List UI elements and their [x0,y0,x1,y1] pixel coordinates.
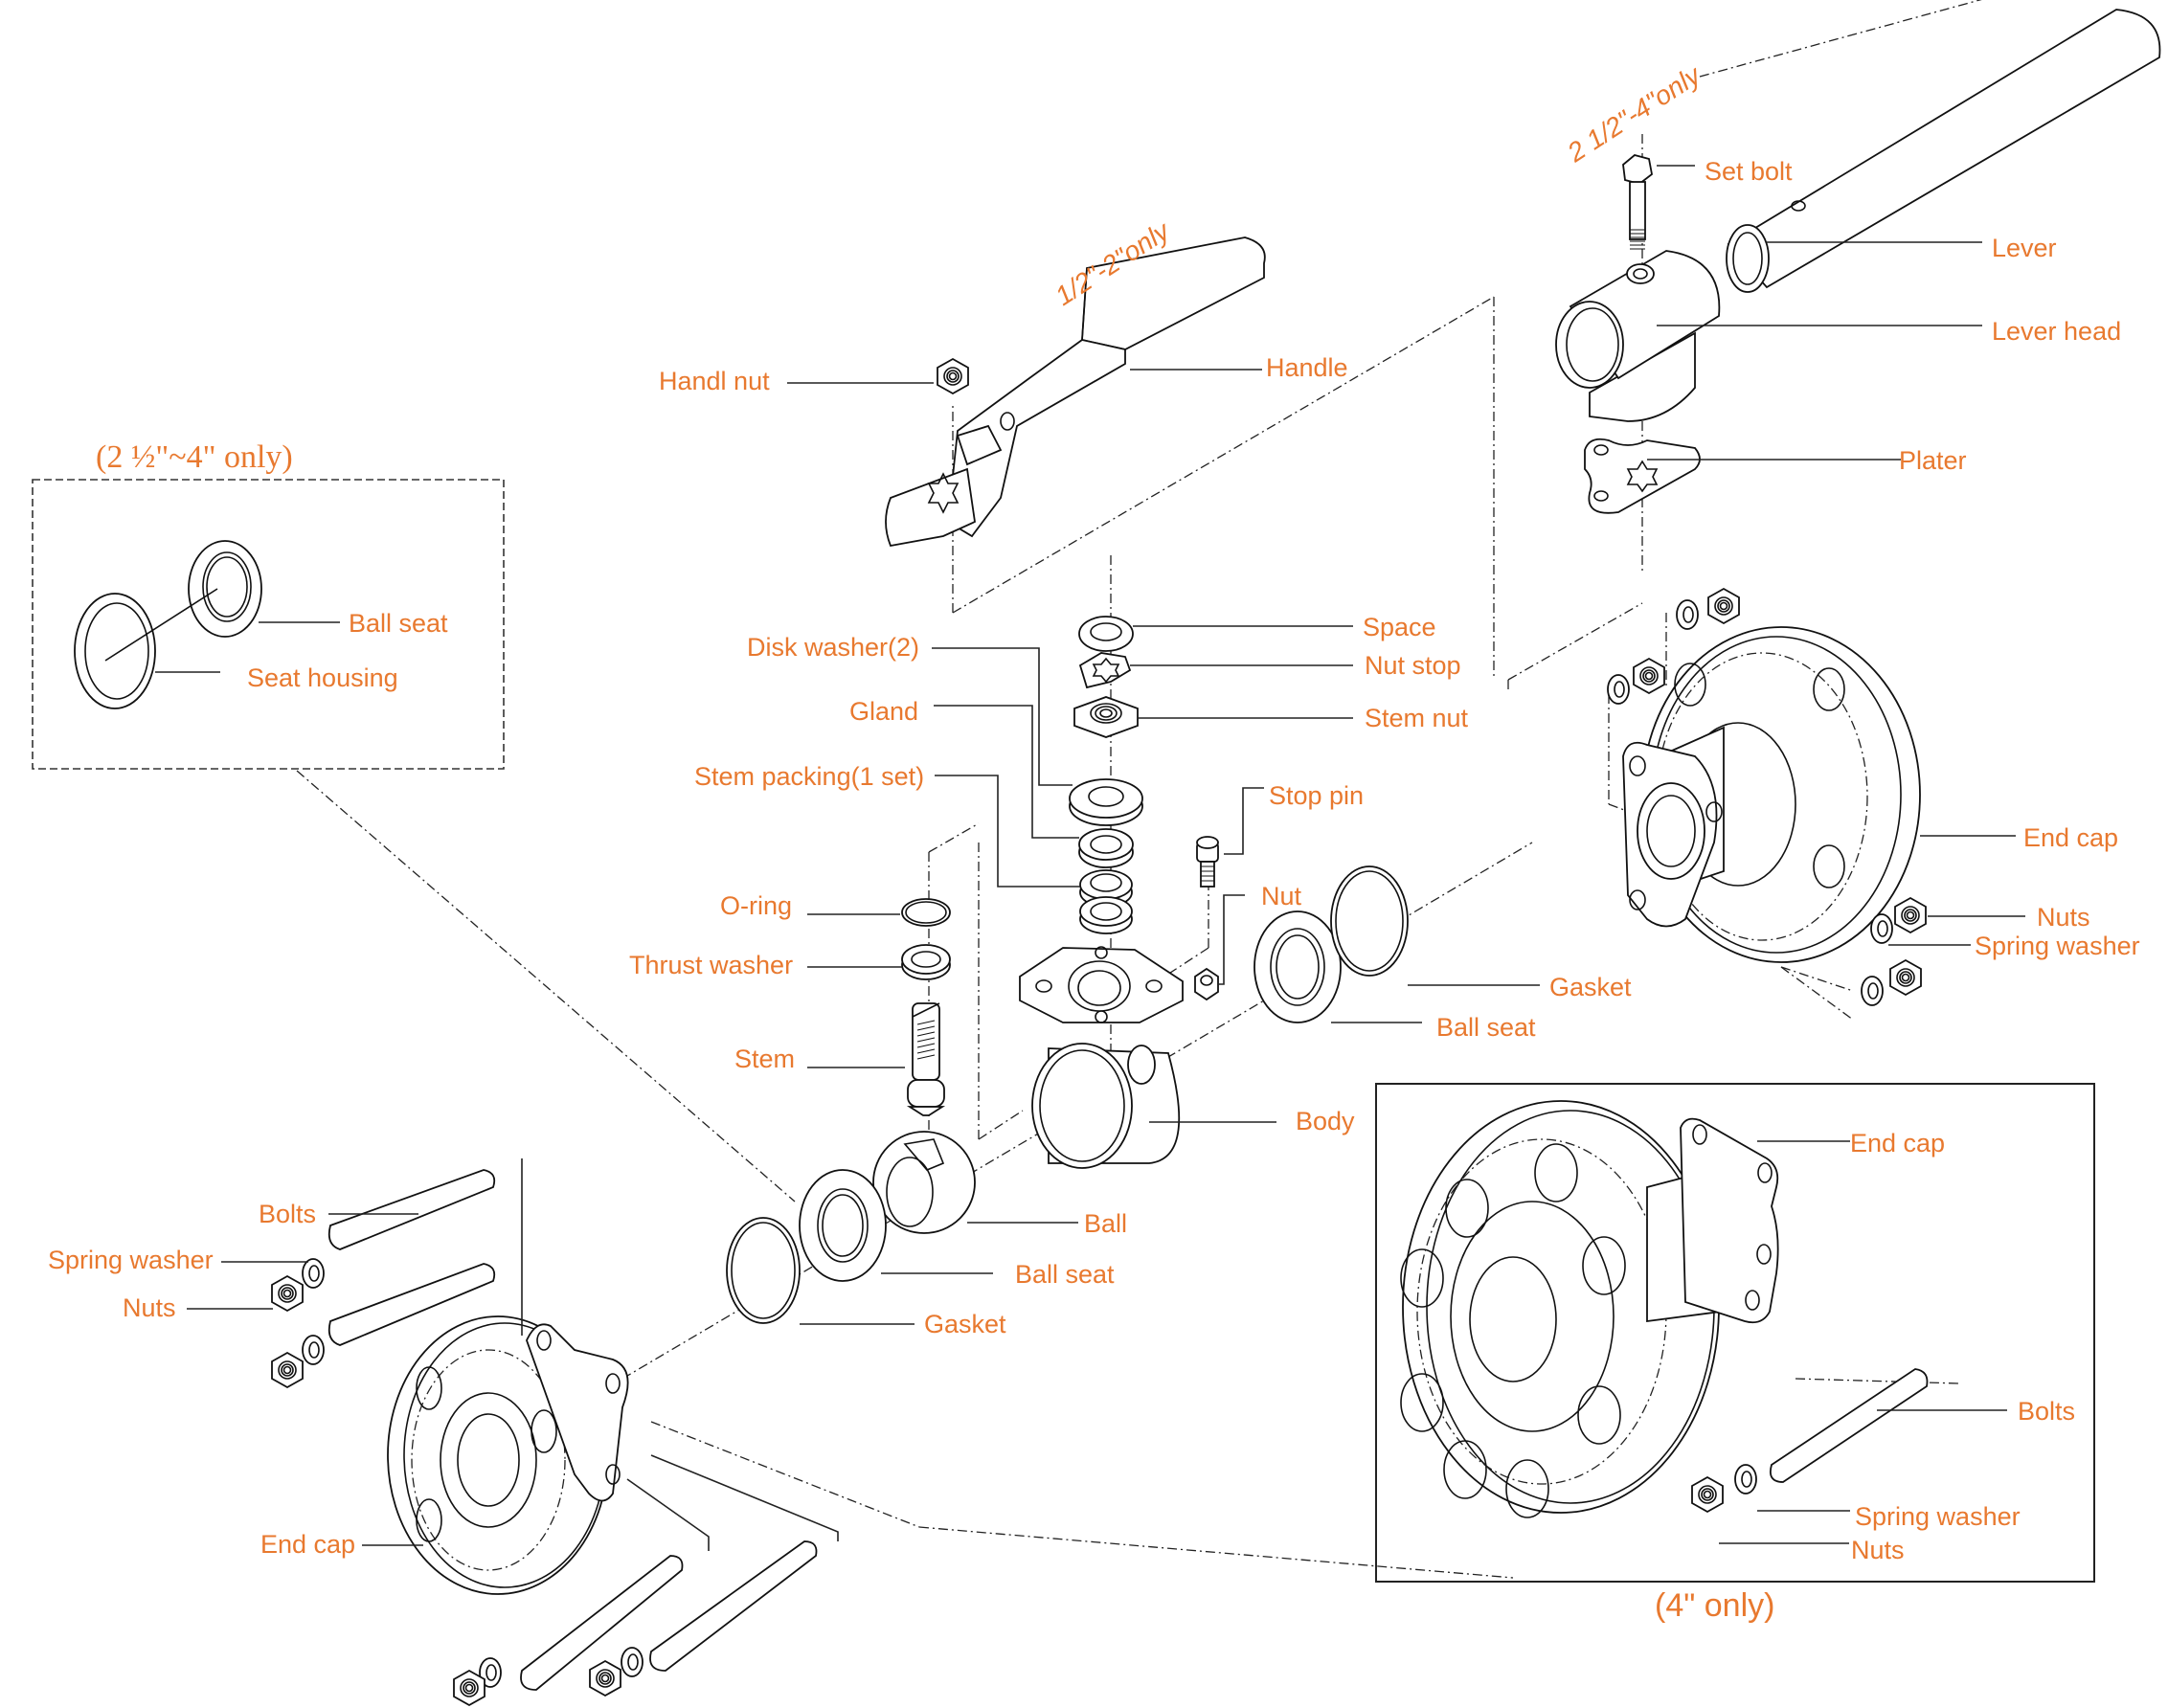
nut-stop-part [1078,652,1132,689]
set-bolt-part [1622,154,1653,250]
inset-seat-box [32,479,505,770]
stem-nut-part [1073,696,1139,738]
label-stop-pin: Stop pin [1269,781,1364,810]
washer-right-4 [1861,976,1884,1006]
leader-lines [155,165,2025,1546]
label-nut: Nut [1261,882,1302,910]
washer-left-2 [302,1335,325,1365]
inset-endcap-box [1375,1083,2095,1583]
washer-left-1 [302,1258,325,1289]
label-spring-washer-right: Spring washer [1975,932,2140,960]
lever-part [1726,9,2161,293]
label-inset-end-cap: End cap [1850,1129,1945,1157]
gasket-right-part [1330,865,1409,977]
label-bolts-left: Bolts [259,1200,316,1228]
label-stem: Stem [734,1045,795,1073]
ball-seat-left-part [799,1169,887,1282]
label-nuts-right: Nuts [2037,903,2090,932]
ball-part [872,1131,976,1234]
space-part [1078,616,1134,652]
label-o-ring: O-ring [720,891,792,920]
inset-endcap-title: (4" only) [1655,1587,1774,1624]
stem-packing-part [1079,869,1133,934]
label-gland: Gland [849,697,918,726]
nut-right-4 [1889,959,1922,996]
label-space: Space [1363,613,1436,641]
gasket-left-part [726,1217,801,1324]
lever-head-part [1555,250,1721,422]
label-inset-bolts: Bolts [2018,1397,2075,1426]
nut-right-2 [1633,658,1665,694]
washer-right-1 [1676,599,1699,630]
label-body: Body [1296,1107,1355,1135]
inset-nut [1691,1476,1724,1513]
end-cap-left-part [387,1315,629,1595]
nut-left-4 [589,1660,621,1697]
gland-part [1078,828,1134,868]
label-ball-seat-left: Ball seat [1015,1260,1115,1289]
stem-part [906,1002,946,1116]
label-end-cap-right: End cap [2023,823,2118,852]
label-thrust-washer: Thrust washer [629,951,793,979]
label-ball: Ball [1084,1209,1127,1238]
label-plater: Plater [1899,446,1967,475]
nut-part [1194,967,1219,1001]
nut-left-1 [271,1275,304,1312]
thrust-washer-part [901,944,951,980]
body-part [1019,946,1184,1169]
inset-seat-title: (2 ½"~4" only) [96,439,293,475]
label-inset-nuts: Nuts [1851,1536,1905,1564]
nut-left-2 [271,1352,304,1388]
inset-washer [1734,1464,1757,1494]
label-disk-washer: Disk washer(2) [747,633,919,662]
label-handl-nut: Handl nut [659,367,770,395]
label-end-cap-left: End cap [260,1530,355,1559]
label-lever: Lever [1992,234,2057,262]
end-cap-right-part [1622,626,1921,963]
washer-left-4 [621,1647,644,1677]
label-nut-stop: Nut stop [1365,651,1461,680]
label-lever-head: Lever head [1992,317,2121,346]
label-nuts-left: Nuts [123,1293,176,1322]
label-gasket-left: Gasket [924,1310,1006,1338]
o-ring-part [901,898,951,927]
label-inset-spring-washer: Spring washer [1855,1502,2021,1531]
nut-left-3 [453,1670,486,1706]
label-inset-ball-seat: Ball seat [349,609,448,638]
nut-right-3 [1894,897,1927,933]
note-lever-range: 2 1/2"-4"only [1562,59,1707,169]
washer-right-2 [1607,674,1630,705]
bolts-left-part [327,1169,818,1691]
label-gasket-right: Gasket [1549,973,1632,1001]
plater-part [1584,438,1701,514]
label-stem-nut: Stem nut [1365,704,1469,732]
label-inset-seat-housing: Seat housing [247,663,398,692]
label-handle: Handle [1266,353,1348,382]
stop-pin-part [1196,836,1219,888]
label-set-bolt: Set bolt [1705,157,1793,186]
label-spring-washer-left: Spring washer [48,1246,214,1274]
handle-nut-part [937,358,969,394]
nut-right-1 [1707,588,1740,624]
label-stem-packing: Stem packing(1 set) [694,762,924,791]
ball-seat-right-part [1253,910,1342,1023]
handle-part [885,236,1266,548]
washer-right-3 [1870,913,1893,944]
disk-washer-part [1069,778,1143,826]
label-ball-seat-right: Ball seat [1436,1013,1536,1042]
